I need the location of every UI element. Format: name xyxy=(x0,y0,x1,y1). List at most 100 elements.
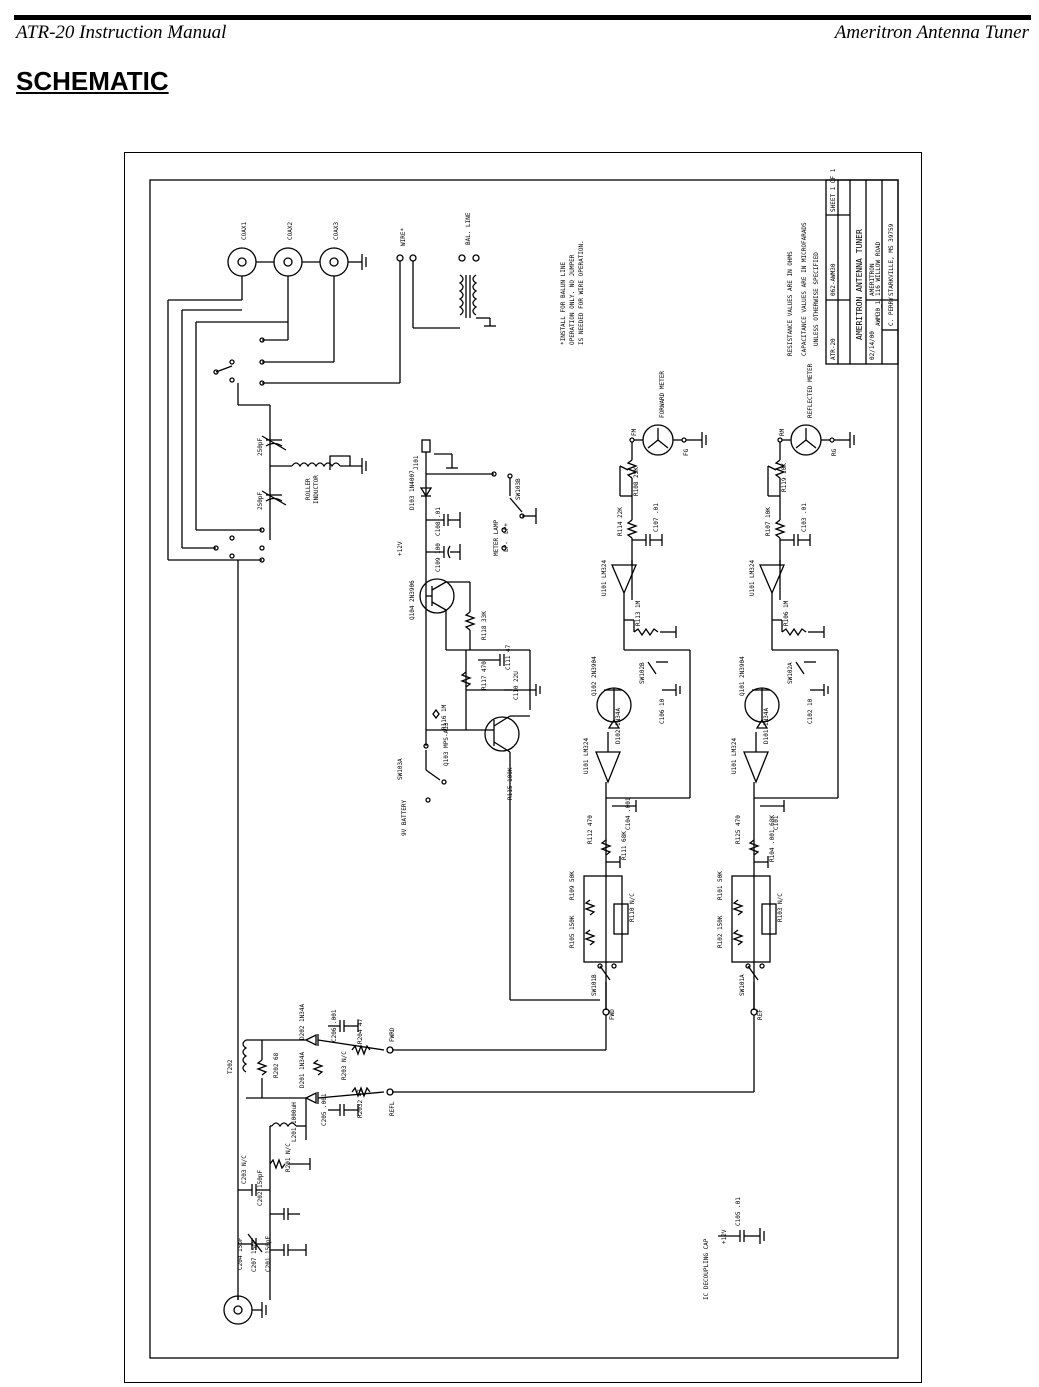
coax2-label: COAX2 xyxy=(287,222,294,240)
l201-label: L201 1000uH xyxy=(291,1102,298,1142)
forward-channel xyxy=(583,424,707,1050)
d202-label: D202 1N34A xyxy=(299,1003,306,1040)
cap-250-top: 250pF xyxy=(257,438,264,456)
meter-lamp-label: METER LAMP xyxy=(493,519,500,556)
note-line-2: OPERATION ONLY. NO JUMPER xyxy=(569,254,576,345)
fwd-label: FWD xyxy=(609,1009,616,1020)
power-section xyxy=(419,439,600,1001)
q103-label: Q103 MPS-A13 xyxy=(443,722,450,766)
q104-label: Q104 2N3906 xyxy=(409,580,416,620)
r119-label: R119 10K xyxy=(781,463,788,492)
c102-label: C102 10 xyxy=(807,698,814,724)
directional-coupler xyxy=(223,1020,754,1325)
c111-label: C111 47 xyxy=(505,644,512,670)
c207-label: C207 15pF xyxy=(251,1239,258,1272)
r2032-label: R2032 47 xyxy=(357,1089,364,1118)
rg-label: RG xyxy=(831,448,838,456)
roller-label: ROLLER xyxy=(305,478,312,500)
c106-label: C106 10 xyxy=(659,698,666,724)
c201-label: C201 150pF xyxy=(265,1235,272,1272)
manual-brand: Ameritron Antenna Tuner xyxy=(834,22,1029,43)
r115-label: R115 100K xyxy=(507,767,514,800)
d102-label: D102 1N34A xyxy=(615,707,622,744)
r110-label: R110 N/C xyxy=(629,893,636,922)
tb-title: AMERITRON ANTENNA TUNER xyxy=(855,229,864,340)
bal-line-label: BAL. LINE xyxy=(465,212,472,245)
d201-label: D201 1N34A xyxy=(299,1051,306,1088)
sw101b-label: SW101B xyxy=(591,974,598,996)
r116-label: R116 1M xyxy=(441,704,448,730)
t202-label: T202 xyxy=(227,1059,234,1074)
r204-label: R204 47 xyxy=(357,1018,364,1044)
c101-label: C101 xyxy=(773,815,780,830)
r203-label: R203 N/C xyxy=(341,1051,348,1080)
tb-sheet: SHEET 1 OF 1 xyxy=(830,168,837,212)
sw103b-label: SW103B xyxy=(515,478,522,500)
r102-label: R102 150K xyxy=(717,915,724,948)
c206-label: C206 .001 xyxy=(331,1009,338,1042)
c103-label: C103 .01 xyxy=(801,503,808,532)
fwrd-label: FWRD xyxy=(389,1027,396,1042)
plus12-label: +12V xyxy=(397,541,404,556)
c107-label: C107 .01 xyxy=(653,503,660,532)
c205-label: C205 .001 xyxy=(321,1093,328,1126)
inductor-label: INDUCTOR xyxy=(313,475,320,504)
ic-cap-label: IC DECOUPLING CAP xyxy=(703,1238,710,1300)
c110-label: C110 22U xyxy=(513,671,520,700)
r112-label: R112 470 xyxy=(587,815,594,844)
r105-label: R105 150K xyxy=(569,915,576,948)
tb-date: 02/14/00 xyxy=(869,331,876,360)
d103-label: D103 1N4007 xyxy=(409,470,416,510)
manual-title: ATR-20 Instruction Manual xyxy=(16,22,227,43)
refl-meter-label: REFLECTED METER xyxy=(807,363,814,418)
schematic-frame xyxy=(124,152,922,1383)
tb-model: ATR-20 xyxy=(830,338,837,360)
fg-label: FG xyxy=(683,448,690,456)
r101-label: R101 50K xyxy=(717,871,724,900)
units-line-1: RESISTANCE VALUES ARE IN OHMS xyxy=(787,251,794,356)
tb-file: AWM30_1 xyxy=(875,300,882,326)
fwd-meter-label: FORWARD METER xyxy=(659,371,666,418)
r202-label: R202 68 xyxy=(273,1052,280,1078)
page-title: SCHEMATIC xyxy=(16,66,169,96)
c105-label: C105 .01 xyxy=(735,1197,742,1226)
sw102a-label: SW102A xyxy=(787,662,794,684)
r108-label: R108 25K xyxy=(633,467,640,496)
title-block xyxy=(825,179,899,365)
tb-drawn-by: C. PERRY xyxy=(888,297,895,326)
sw102b-label: SW102B xyxy=(639,662,646,684)
c202-label: C202 150pF xyxy=(257,1169,264,1206)
c204-label: C204 15pF xyxy=(237,1237,244,1270)
r114-label: R114 22K xyxy=(617,507,624,536)
c203-label: C203 N/C xyxy=(241,1155,248,1184)
note-line-1: *INSTALL FOR BALUN LINE xyxy=(560,262,567,345)
u101c-label: U101 LM324 xyxy=(749,559,756,596)
tb-address: 116 WILLOW ROAD xyxy=(875,241,882,296)
antenna-selector-wiring xyxy=(167,276,335,1300)
ic-plus12-label: +12V xyxy=(721,1229,728,1244)
c109-label: C109 100 xyxy=(435,543,442,572)
r107-label: R107 10K xyxy=(765,507,772,536)
j101-label: J101 xyxy=(413,455,420,470)
drawing-border xyxy=(149,179,899,1359)
c108-label: C108 .01 xyxy=(435,507,442,536)
r113-label: R113 1M xyxy=(635,600,642,626)
u101b-label: U101 LM324 xyxy=(583,737,590,774)
r103-label: R103 N/C xyxy=(777,893,784,922)
u101a-label: U101 LM324 xyxy=(601,559,608,596)
wire-balun-section xyxy=(262,254,496,384)
tuning-network xyxy=(261,435,367,506)
tb-city: STARKVILLE, MS 39759 xyxy=(888,223,895,296)
cap-250-bot: 250pF xyxy=(257,492,264,510)
tb-doc-number: 062-AWM30 xyxy=(830,263,837,296)
units-line-3: UNLESS OTHERWISE SPECIFIED xyxy=(813,252,820,346)
wire-label: WIRE* xyxy=(400,228,407,246)
r201-label: R201 N/C xyxy=(285,1143,292,1172)
tb-company: AMERITRON xyxy=(869,263,876,296)
sw103a-label: SW103A xyxy=(397,758,404,780)
r118-label: R118 33K xyxy=(481,611,488,640)
c104-label: C104 .001 xyxy=(625,797,632,830)
lp-minus-label: LP- xyxy=(503,541,510,552)
q102-label: Q102 2N3904 xyxy=(591,656,598,696)
